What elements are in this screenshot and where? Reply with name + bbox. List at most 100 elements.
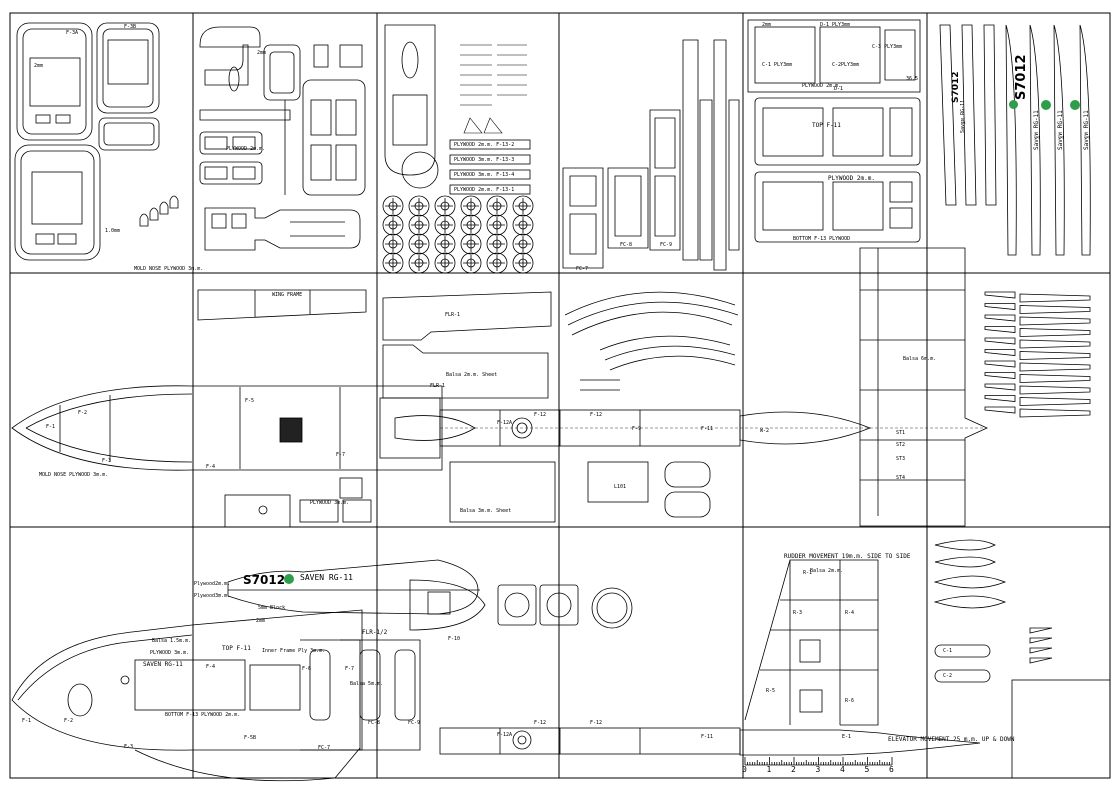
- bottom-f13-label: BOTTOM F-13 PLYWOOD 2m.m.: [165, 712, 241, 718]
- elevator-movement-note: ELEVATOR MOVEMENT 25 m.m. UP & DOWN: [888, 736, 1015, 743]
- part-label: R-5: [766, 688, 776, 694]
- bottom-f13-label: BOTTOM F-13 PLYWOOD: [793, 236, 851, 242]
- part-label: F-12: [590, 720, 603, 726]
- bulkhead-disc: [486, 214, 508, 236]
- canopy-frames: [14, 22, 179, 261]
- part-label: F-5: [245, 398, 255, 404]
- part-label: F-12: [534, 412, 547, 418]
- part-label: C-1 PLY3mm: [762, 62, 793, 68]
- tray-and-discs: [384, 24, 531, 195]
- sheet-label: Balsa 6m.m.: [903, 356, 937, 362]
- plywood-label: PLYWOOD 3m.m.: [150, 650, 190, 656]
- part-label: F-3A: [66, 30, 79, 36]
- stringer-wedges: [984, 291, 1091, 418]
- part-label: F-12: [590, 412, 603, 418]
- brand-mark-icon: [1041, 100, 1051, 110]
- part-label: ST3: [896, 456, 906, 462]
- part-label: F-12: [534, 720, 547, 726]
- part-label: ST2: [896, 442, 906, 448]
- brand-logo-canopy: S7012: [243, 573, 286, 587]
- part-label: F-7: [336, 452, 346, 458]
- bulkhead-disc: [382, 233, 404, 255]
- plywood-label: PLYWOOD 2m.m.: [802, 83, 842, 89]
- bulkhead-disc: [486, 233, 508, 255]
- stringer-wedge: [984, 291, 1091, 303]
- thickness-label: 2mm: [257, 50, 267, 56]
- brand-mark-icon: [1070, 100, 1080, 110]
- stabilizer-top-view: [859, 247, 988, 527]
- plywood-label: PLYWOOD 3m.m.: [310, 500, 350, 506]
- part-label: E-1: [842, 734, 852, 740]
- part-label: ST4: [896, 475, 906, 481]
- part-label: C-2PLY3mm: [832, 62, 860, 68]
- brand-logo-strip-1: S7012: [951, 71, 961, 103]
- part-label: R-6: [845, 698, 855, 704]
- plywood-label: Plywood2m.m.: [194, 581, 231, 587]
- part-label: FC-9: [660, 242, 673, 248]
- bulkhead-disc: [382, 195, 404, 217]
- long-strips: [939, 24, 1091, 256]
- floor-panels: [382, 291, 552, 399]
- stringer-wedge: [984, 360, 1091, 372]
- bulkhead-disc: [408, 195, 430, 217]
- bulkhead-disc: [408, 252, 430, 274]
- part-label: F-12A: [497, 420, 513, 426]
- control-horns: [933, 539, 1111, 779]
- sheet-label: Balsa 1.5m.m.: [152, 638, 192, 644]
- part-label: F-6: [302, 666, 312, 672]
- part-label: F-12A: [497, 732, 513, 738]
- plywood-label: PLYWOOD 2m.m.: [226, 146, 266, 152]
- part-label: F-2: [78, 410, 88, 416]
- stringer-wedge: [984, 372, 1091, 383]
- stringer-wedge: [984, 337, 1091, 349]
- ply-part-label: PLYWOOD 3m.m. F-13-4: [454, 172, 515, 178]
- part-label: F-5B: [244, 735, 257, 741]
- ruler-tick-label: 1: [766, 765, 772, 774]
- part-label: FC-9: [408, 720, 421, 726]
- thickness-label: 2mm: [762, 22, 772, 28]
- sheet-label: Balsa 2m.m.: [810, 568, 844, 574]
- part-label: F-4: [206, 464, 216, 470]
- ruler-tick-label: 6: [889, 765, 894, 774]
- fuselage-side-view: [11, 559, 981, 782]
- part-label: F-1: [22, 718, 32, 724]
- stringer-wedge: [984, 349, 1091, 360]
- part-label: FC-7: [576, 266, 589, 272]
- part-label: F-3: [102, 458, 112, 464]
- part-label: F-11: [701, 426, 714, 432]
- bulkhead-discs: [382, 195, 534, 274]
- part-label: F-11: [701, 734, 714, 740]
- model-name-strip-4: Savฐท RG-11: [1083, 110, 1090, 150]
- part-label: F-2: [64, 718, 74, 724]
- bulkhead-disc: [512, 195, 534, 217]
- part-label: F-3: [124, 744, 134, 750]
- ruler-tick-label: 3: [815, 765, 821, 774]
- model-name-strip-3: Savฐท RG-11: [1057, 110, 1064, 150]
- scale-ruler: [744, 757, 893, 766]
- ruler-tick-label: 4: [840, 765, 845, 774]
- brand-logo-strip-2: S7012: [1014, 54, 1029, 100]
- brand-mark-icon: [1009, 100, 1018, 109]
- ruler-tick-label: 2: [791, 765, 796, 774]
- dimension-label: 36.5: [906, 76, 919, 82]
- fuselage-side-sheets: [562, 39, 740, 271]
- fuselage-top-view: [11, 385, 985, 471]
- sheet-label: Inner Frame Ply 3m.m.: [262, 648, 326, 654]
- part-label: C-2: [943, 673, 953, 679]
- plywood-label: Plywood3m.m.: [194, 593, 231, 599]
- stringer-wedge: [984, 383, 1091, 395]
- plywood-label: PLYWOOD 2m.m.: [828, 175, 875, 182]
- model-name-side: SAVEN RG-11: [143, 661, 183, 668]
- part-label: R-1: [803, 570, 813, 576]
- sheet-label: Balsa 3m.m. Sheet: [460, 508, 512, 514]
- bulkhead-disc: [460, 252, 482, 274]
- model-name-strip-1: Savฐท RG-11: [960, 99, 966, 133]
- brand-mark-icon: [284, 574, 294, 584]
- firewall-plates: [497, 584, 633, 629]
- ply-part-label: PLYWOOD 2m.m. F-13-2: [454, 142, 515, 148]
- bulkhead-disc: [408, 233, 430, 255]
- part-label: C-3 PLY3mm: [872, 44, 903, 50]
- part-label: FLR-1: [430, 383, 446, 389]
- part-label: F-4: [206, 664, 216, 670]
